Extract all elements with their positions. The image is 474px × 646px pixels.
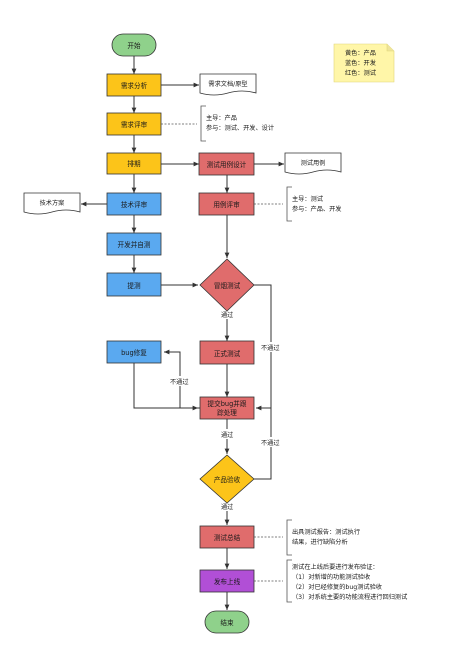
node-product-accept-label: 产品验收 — [214, 475, 241, 484]
node-dev-selftest-label: 开发并自测 — [118, 240, 151, 249]
node-bug-submit-label-1: 提交bug并跟 — [208, 399, 247, 408]
node-req-review: 需求评审 — [106, 112, 162, 136]
annotation-req-review-1: 主导：产品 — [206, 114, 237, 122]
node-schedule-label: 排期 — [127, 159, 141, 168]
node-test-case-design: 测试用例设计 — [198, 152, 255, 176]
doc-test-case-label: 测试用例 — [301, 159, 326, 167]
node-bug-submit: 提交bug并跟 踪处理 — [199, 396, 255, 420]
annotation-release: 测试在上线后要进行发布验证： （1）对新增的功能测试验收 （2）对已经修复的bu… — [254, 559, 407, 603]
node-case-review-label: 用例评审 — [213, 200, 240, 209]
node-dev-selftest: 开发并自测 — [106, 232, 162, 256]
node-bug-fix: bug修复 — [106, 340, 162, 364]
node-release-label: 发布上线 — [214, 577, 241, 586]
node-case-review: 用例评审 — [198, 192, 255, 216]
label-accept-pass: 通过 — [221, 503, 233, 511]
node-bug-fix-label: bug修复 — [121, 348, 147, 357]
doc-req: 需求文档/原型 — [199, 73, 257, 96]
node-submit-test-label: 提测 — [127, 281, 141, 290]
node-req-analysis-label: 需求分析 — [121, 81, 148, 90]
edge-accept-fail — [254, 408, 272, 480]
node-submit-test: 提测 — [106, 272, 162, 297]
doc-test-case: 测试用例 — [284, 152, 342, 175]
annotation-release-1: 测试在上线后要进行发布验证： — [292, 563, 379, 571]
label-bug-pass: 通过 — [221, 431, 233, 439]
label-bug-fail: 不通过 — [170, 378, 189, 386]
node-tech-review-label: 技术评审 — [121, 200, 148, 209]
doc-tech-plan-label: 技术方案 — [40, 199, 66, 207]
node-start: 开始 — [111, 33, 157, 57]
node-schedule: 排期 — [106, 152, 162, 175]
node-smoke-test-label: 冒烟测试 — [214, 281, 241, 290]
edge-bugfix-bugsubmit — [133, 362, 198, 411]
node-formal-test: 正式测试 — [199, 340, 255, 365]
annotation-case-review-2: 参与：产品、开发 — [292, 205, 342, 213]
node-req-analysis: 需求分析 — [106, 73, 162, 97]
node-test-summary-label: 测试总结 — [214, 533, 241, 542]
legend-yellow: 黄色：产品 — [345, 49, 376, 57]
edge-labels: 通过 不通过 不通过 通过 不通过 通过 — [168, 309, 282, 511]
annotation-release-4: （3）对系统主要的功能流程进行回归测试 — [292, 593, 407, 601]
node-test-summary: 测试总结 — [199, 525, 255, 549]
node-end: 结束 — [204, 610, 250, 634]
annotation-case-review-1: 主导：测试 — [292, 195, 323, 203]
node-req-review-label: 需求评审 — [121, 120, 148, 129]
legend-note: 黄色：产品 蓝色：开发 红色：测试 — [333, 43, 395, 83]
label-smoke-pass: 通过 — [221, 311, 233, 319]
legend-blue: 蓝色：开发 — [345, 59, 376, 67]
annotation-test-summary: 出具测试报告：测试执行 结果，进行缺陷分析 — [254, 519, 360, 556]
doc-req-label: 需求文档/原型 — [208, 80, 247, 88]
doc-tech-plan: 技术方案 — [23, 192, 81, 215]
node-start-label: 开始 — [127, 41, 141, 50]
node-tech-review: 技术评审 — [106, 192, 162, 216]
node-product-accept: 产品验收 — [199, 454, 255, 504]
label-accept-fail: 不通过 — [261, 439, 280, 447]
node-formal-test-label: 正式测试 — [214, 349, 241, 358]
annotation-release-3: （2）对已经修复的bug测试验收 — [292, 583, 382, 591]
annotation-req-review-2: 参与：测试、开发、设计 — [206, 124, 274, 132]
label-smoke-fail: 不通过 — [261, 344, 280, 352]
annotation-test-summary-1: 出具测试报告：测试执行 — [292, 528, 360, 536]
annotation-case-review: 主导：测试 参与：产品、开发 — [254, 186, 342, 222]
annotation-req-review: 主导：产品 参与：测试、开发、设计 — [161, 105, 274, 142]
annotation-release-2: （1）对新增的功能测试验收 — [292, 573, 370, 581]
node-end-label: 结束 — [220, 618, 234, 627]
node-test-case-design-label: 测试用例设计 — [207, 160, 247, 169]
legend-red: 红色：测试 — [345, 69, 376, 77]
node-bug-submit-label-2: 踪处理 — [217, 408, 237, 417]
node-release: 发布上线 — [199, 569, 255, 593]
node-smoke-test: 冒烟测试 — [199, 258, 255, 312]
annotation-test-summary-2: 结果，进行缺陷分析 — [292, 538, 348, 546]
